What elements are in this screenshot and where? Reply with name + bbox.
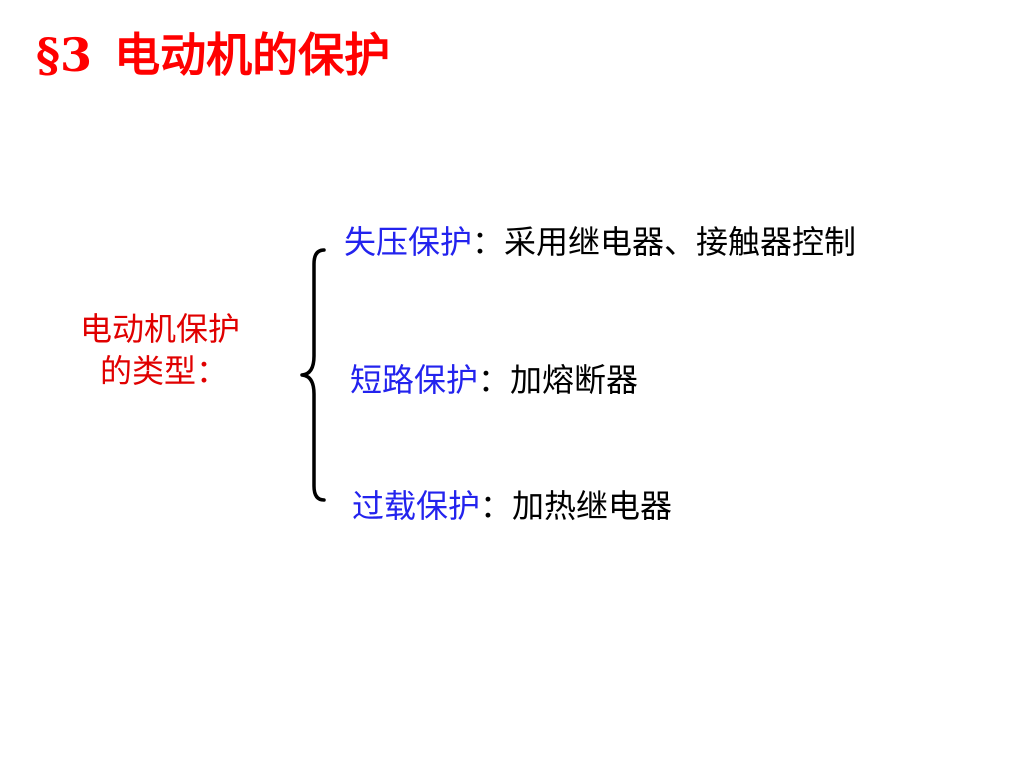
protection-term: 失压保护 [344, 223, 473, 261]
protection-term: 短路保护 [350, 361, 479, 399]
slide-title: §3 电动机的保护 [36, 28, 390, 83]
protection-description: 加热继电器 [512, 487, 673, 525]
protection-item-short-circuit: 短路保护：加熔断器 [350, 360, 638, 400]
title-text: 电动机的保护 [114, 28, 391, 82]
protection-item-undervoltage: 失压保护：采用继电器、接触器控制 [344, 222, 856, 262]
protection-separator: ： [480, 487, 513, 525]
protection-types-label: 电动机保护 的类型： [80, 308, 290, 392]
protection-item-overload: 过载保护：加热继电器 [352, 486, 672, 526]
curly-brace [300, 248, 326, 502]
protection-separator: ： [472, 223, 505, 261]
protection-types-label-line2: 的类型： [100, 352, 229, 390]
protection-description: 采用继电器、接触器控制 [504, 223, 857, 261]
protection-separator: ： [478, 361, 511, 399]
section-number: §3 [36, 28, 93, 82]
protection-types-label-line1: 电动机保护 [80, 310, 241, 348]
protection-term: 过载保护 [352, 487, 481, 525]
protection-description: 加熔断器 [510, 361, 639, 399]
